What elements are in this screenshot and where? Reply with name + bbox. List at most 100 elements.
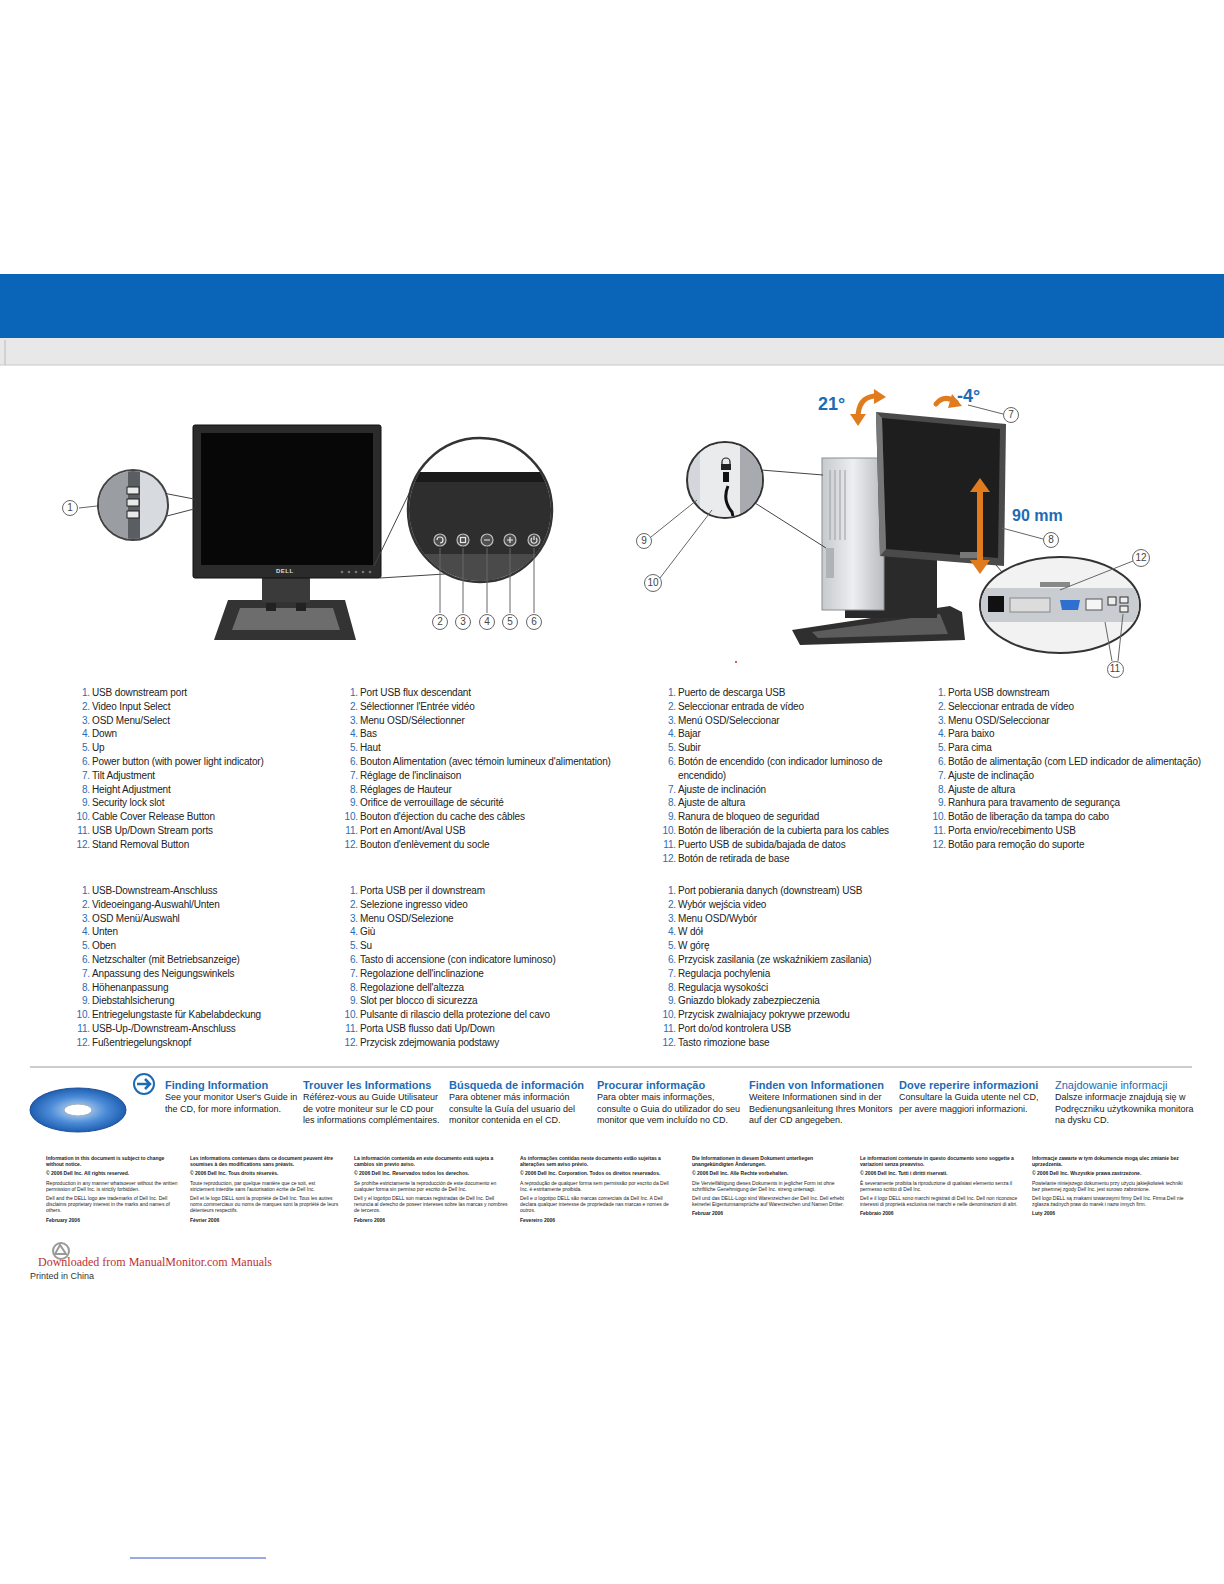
legal-notice: La información contenida en este documen… (354, 1155, 509, 1226)
button-magnifier (374, 438, 560, 584)
item-number: 12. (656, 1036, 676, 1050)
list-item: 2.Wybór wejścia video (656, 898, 958, 912)
illustration-part (970, 560, 990, 574)
list-item: 4.Down (70, 727, 342, 741)
part-name: Bas (360, 728, 377, 739)
illustration-part (487, 548, 488, 613)
illustration-part (128, 460, 140, 550)
illustration-part (400, 472, 560, 584)
legal-text: Luty 2006 (1032, 1210, 1187, 1216)
list-item: 5.Su (338, 939, 660, 953)
illustration-part (484, 539, 490, 540)
list-item: 4.Bas (338, 727, 660, 741)
list-item: 2.Selezione ingresso video (338, 898, 660, 912)
list-item: 11.USB Up/Down Stream ports (70, 824, 342, 838)
stand-foot (266, 603, 276, 611)
info-block: Procurar informaçãoPara obter mais infor… (597, 1078, 745, 1127)
item-number: 6. (70, 953, 90, 967)
part-name: Port pobierania danych (downstream) USB (678, 885, 862, 896)
list-item: 2.Video Input Select (70, 700, 342, 714)
item-number: 9. (70, 994, 90, 1008)
part-list: 1.USB downstream port2.Video Input Selec… (70, 686, 342, 852)
dimension-label: 90 mm (1012, 507, 1063, 525)
list-item: 6.Przycisk zasilania (ze wskaźnikiem zas… (656, 953, 958, 967)
legal-text: Dell et le logo DELL sont la propriété d… (190, 1195, 340, 1214)
item-number: 7. (656, 783, 676, 797)
part-name: Cable Cover Release Button (92, 811, 215, 822)
list-item: 11.Port en Amont/Aval USB (338, 824, 660, 838)
desktop-unit (822, 458, 884, 610)
list-item: 10.Przycisk zwalniajacy pokrywe przewodu (656, 1008, 958, 1022)
part-name: Slot per blocco di sicurezza (360, 995, 478, 1006)
illustration-part (700, 440, 770, 530)
item-number: 11. (70, 1022, 90, 1036)
part-name: Tasto di accensione (con indicatore lumi… (360, 954, 556, 965)
part-name: Tilt Adjustment (92, 770, 155, 781)
callout-number: 12 (1135, 553, 1146, 563)
illustration-part (876, 412, 886, 556)
callout-number: 11 (1110, 664, 1120, 674)
illustration-part (968, 405, 1003, 414)
part-name: Bouton d'enlèvement du socle (360, 839, 489, 850)
part-name: Seleccionar entrada de vídeo (678, 701, 804, 712)
part-name: Menu OSD/Wybór (678, 913, 757, 924)
item-number: 12. (926, 838, 946, 852)
legal-text: Informacje zawarte w tym dokumencie mogą… (1032, 1155, 1187, 1167)
item-number: 11. (656, 1022, 676, 1036)
item-number: 12. (338, 838, 358, 852)
part-name: Ajuste de altura (678, 797, 745, 808)
height-arrow (977, 490, 983, 562)
legal-text: Dell and the DELL logo are trademarks of… (46, 1195, 181, 1214)
callout-circle: 5 (502, 614, 518, 630)
part-name: Menu OSD/Sélectionner (360, 715, 465, 726)
legal-notice: Information in this document is subject … (46, 1155, 181, 1226)
legal-text: Die Informationen in diesem Dokument unt… (692, 1155, 847, 1167)
legal-text: Dell e o logotipo DELL são marcas comerc… (520, 1195, 675, 1214)
list-item: 12.Botão para remoção do suporte (926, 838, 1203, 852)
callout-number: 3 (460, 617, 466, 627)
item-number: 12. (70, 1036, 90, 1050)
illustration-part (1120, 606, 1128, 612)
item-number: 9. (338, 994, 358, 1008)
item-number: 7. (656, 967, 676, 981)
illustration-part (723, 472, 729, 482)
usb-magnifier (98, 460, 194, 550)
item-number: 6. (926, 755, 946, 769)
screen (201, 433, 373, 565)
list-item: 9.Gniazdo blokady zabezpieczenia (656, 994, 958, 1008)
illustration-part (127, 487, 139, 494)
legal-text: © 2006 Dell Inc. Reservados todos los de… (354, 1170, 509, 1176)
item-number: 8. (656, 981, 676, 995)
stand-neck (262, 576, 310, 602)
legal-text: Les informations contenues dans ce docum… (190, 1155, 340, 1167)
part-name: Botón de retirada de base (678, 853, 789, 864)
list-item: 12.Tasto rimozione base (656, 1036, 958, 1050)
item-number: 7. (338, 769, 358, 783)
list-item: 7.Ajuste de inclinación (656, 783, 933, 797)
part-name: Puerto USB de subida/bajada de datos (678, 839, 846, 850)
part-name: Netzschalter (mit Betriebsanzeige) (92, 954, 240, 965)
list-item: 8.Regulacja wysokości (656, 981, 958, 995)
part-name: USB Up/Down Stream ports (92, 825, 213, 836)
part-name: USB downstream port (92, 687, 187, 698)
illustration-part (761, 470, 823, 475)
callout-number: 10 (647, 578, 658, 588)
item-number: 5. (338, 939, 358, 953)
legal-text: Febbraio 2006 (860, 1210, 1020, 1216)
item-number: 6. (70, 755, 90, 769)
link-underline (130, 1558, 266, 1559)
part-name: Regulacja wysokości (678, 982, 768, 993)
part-name: Para baixo (948, 728, 994, 739)
illustration-part (504, 534, 516, 546)
item-number: 9. (70, 796, 90, 810)
illustration-part (400, 472, 560, 482)
illustration-part (55, 1245, 66, 1254)
list-item: 7.Anpassung des Neigungswinkels (70, 967, 342, 981)
part-name: Pulsante di rilascio della protezione de… (360, 1009, 550, 1020)
part-list: 1.Port pobierania danych (downstream) US… (656, 884, 958, 1050)
callout-number: 2 (437, 617, 443, 627)
sub-band-edge (0, 365, 1224, 366)
item-number: 3. (656, 912, 676, 926)
legal-text: Febrero 2006 (354, 1217, 509, 1223)
list-item: 4.Bajar (656, 727, 933, 741)
